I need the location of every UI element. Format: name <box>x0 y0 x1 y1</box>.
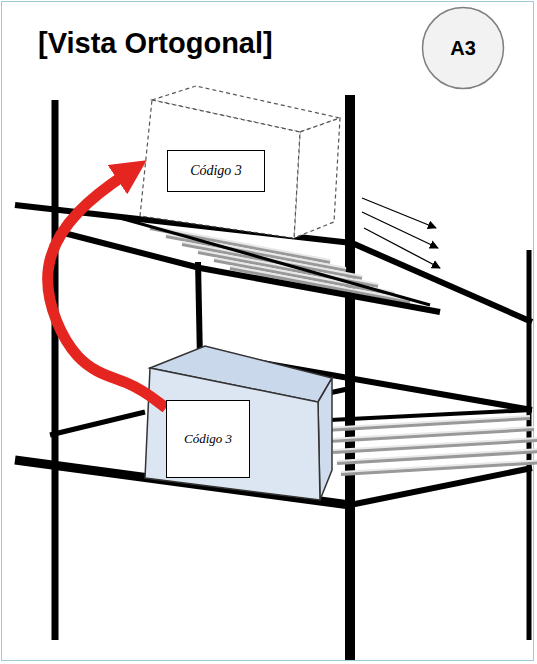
move-arrow <box>48 168 166 408</box>
motion-arrow <box>362 212 438 248</box>
motion-arrow <box>364 228 440 268</box>
code-label: Código 3 <box>166 400 250 478</box>
shelf-edge <box>350 468 532 505</box>
roller-slat <box>337 451 537 463</box>
motion-arrow <box>362 198 436 228</box>
code-text: Código 3 <box>184 431 232 447</box>
shelf-edge <box>50 412 145 435</box>
roller-slat <box>329 427 534 439</box>
shelf-edge <box>352 243 532 322</box>
shelf-edge <box>330 410 532 420</box>
shelf-edge <box>60 232 200 268</box>
box-front <box>145 368 320 500</box>
code-label: Código 3 <box>167 150 265 192</box>
ghost-box-front <box>140 100 300 238</box>
badge-text: A3 <box>450 37 476 60</box>
roller-slat <box>333 438 537 450</box>
rack-post <box>52 100 59 640</box>
title: [Vista Ortogonal] <box>38 27 273 60</box>
ghost-box-side <box>294 118 340 238</box>
badge-circle <box>423 8 504 89</box>
roller-slats <box>325 416 537 474</box>
sheet-badge: A3 <box>421 6 505 90</box>
rack-post <box>198 262 200 360</box>
roller-slat <box>337 449 537 461</box>
rack-post <box>527 250 532 640</box>
roller-slat <box>230 266 410 300</box>
code-text: Código 3 <box>190 163 242 179</box>
